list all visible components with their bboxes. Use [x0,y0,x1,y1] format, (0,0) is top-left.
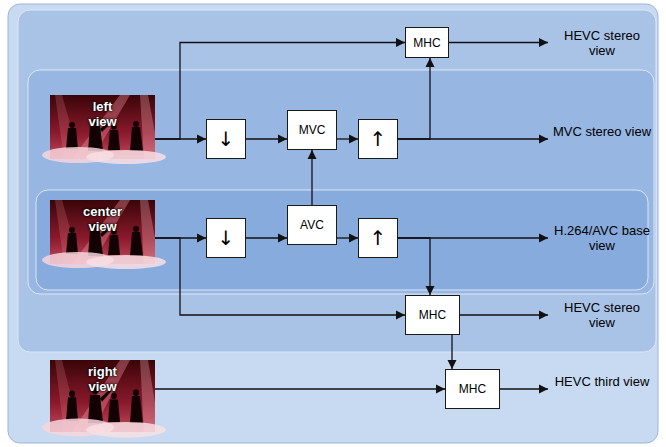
mvc-band [28,70,654,294]
output-arrow [445,42,548,43]
view-image: center view [50,200,155,263]
box-label: MHC [413,36,440,50]
view-title: right view [78,364,128,394]
center-view-photo [42,200,166,269]
connector-arrow [398,58,430,139]
output-label: HEVC stereo view [552,300,652,330]
avc-box: AVC [287,205,337,245]
connector-arrow [246,237,287,238]
connector-arrow [337,138,358,139]
output-arrow [500,388,548,389]
box-label: ↓ [218,228,235,248]
avc-band [36,190,648,290]
mhc-box: MHC [405,295,460,335]
box-label: ↑ [370,129,387,149]
view-title: center view [78,204,128,234]
downsample-box: ↓ [206,218,246,258]
output-label: HEVC stereo view [552,28,652,58]
box-label: ↓ [218,129,235,149]
stereo-band [18,10,656,352]
mhc-box: MHC [445,369,500,409]
connector-arrow [451,335,452,369]
upsample-box: ↑ [358,218,398,258]
right-view-photo [42,360,166,438]
output-label: H.264/AVC base view [552,223,652,253]
box-label: ↑ [370,228,387,248]
connector-arrow [311,150,312,205]
left-view-photo [42,95,166,164]
connector-arrow [246,138,287,139]
box-label: MHC [419,308,446,322]
box-label: AVC [300,218,324,232]
view-image: left view [50,95,155,158]
connector-arrow [398,238,430,295]
box-label: MHC [459,382,486,396]
output-label: MVC stereo view [552,124,652,154]
box-label: MVC [299,123,326,137]
view-image: right view [50,360,155,432]
mvc-box: MVC [287,110,337,150]
connector-arrow [155,388,445,389]
outer-band [8,4,658,443]
mhc-box: MHC [405,27,449,58]
downsample-box: ↓ [206,119,246,159]
output-arrow [460,314,548,315]
connector-arrow [337,237,358,238]
output-label: HEVC third view [552,374,652,404]
upsample-box: ↑ [358,119,398,159]
view-title: left view [78,99,128,129]
